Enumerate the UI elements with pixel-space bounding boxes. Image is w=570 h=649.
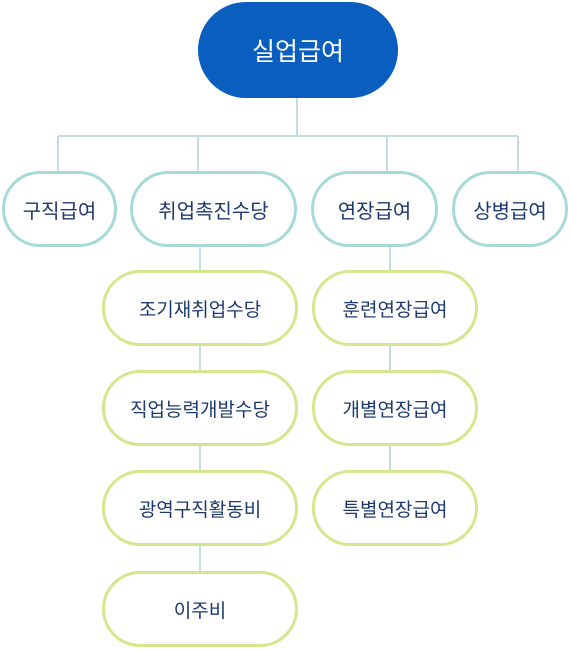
sub-node-vocational-development: 직업능력개발수당: [102, 370, 298, 446]
sub-node-early-reemployment: 조기재취업수당: [102, 270, 298, 346]
sub-node-training-extension: 훈련연장급여: [312, 270, 478, 346]
category-node-employment-promotion: 취업촉진수당: [130, 171, 297, 247]
category-node-sickness-benefit: 상병급여: [452, 171, 568, 247]
root-node: 실업급여: [198, 2, 398, 98]
category-node-extended-benefit: 연장급여: [311, 171, 438, 247]
sub-node-special-extension: 특별연장급여: [312, 470, 478, 546]
sub-node-wide-area-job-search: 광역구직활동비: [102, 470, 298, 546]
category-node-job-seeking: 구직급여: [2, 171, 117, 247]
sub-node-individual-extension: 개별연장급여: [312, 370, 478, 446]
sub-node-relocation: 이주비: [102, 571, 298, 647]
